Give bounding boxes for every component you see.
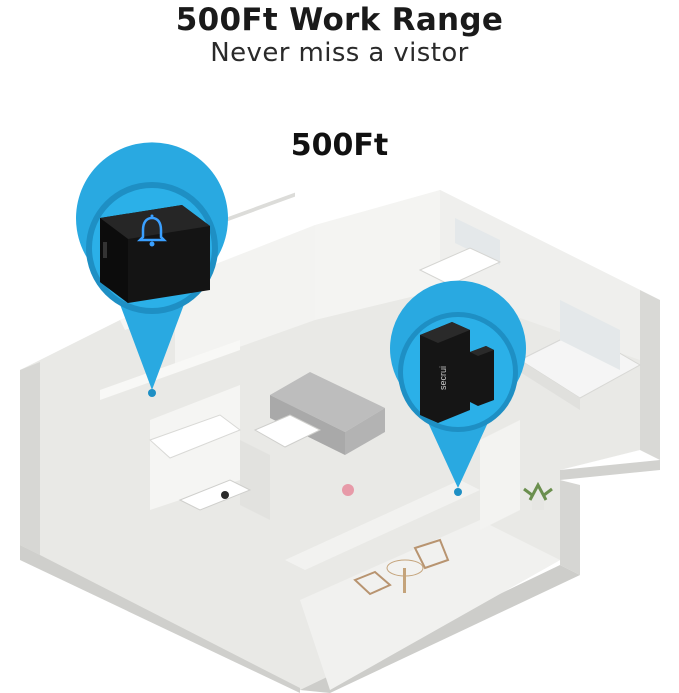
page-subtitle: Never miss a vistor [210,38,469,68]
sensor-brand-text: secrui [438,366,448,390]
page-title: 500Ft Work Range [175,2,504,38]
bell-icon [136,214,168,247]
door-sensor [420,322,494,423]
range-label: 500Ft [290,128,389,163]
doorbell-receiver [100,205,210,303]
